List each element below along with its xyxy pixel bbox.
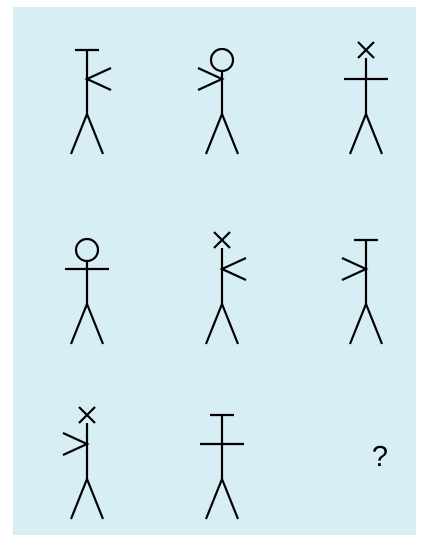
arms-right-open (87, 68, 111, 90)
right-leg (222, 114, 238, 154)
arms-right-open (222, 258, 246, 280)
stick-figure-r2c3 (342, 240, 382, 344)
stick-figure-r3c2 (200, 415, 244, 519)
stick-figure-r1c1 (71, 50, 111, 154)
circle-head (76, 239, 98, 261)
right-leg (87, 114, 103, 154)
right-leg (222, 304, 238, 344)
stick-figure-r1c3 (344, 42, 388, 154)
arms-left-open (342, 258, 366, 280)
left-leg (206, 114, 222, 154)
right-leg (222, 479, 238, 519)
left-leg (350, 304, 366, 344)
left-leg (71, 304, 87, 344)
left-leg (206, 479, 222, 519)
left-leg (71, 114, 87, 154)
circle-head (211, 49, 233, 71)
right-leg (366, 114, 382, 154)
left-leg (206, 304, 222, 344)
left-leg (350, 114, 366, 154)
missing-figure-question-mark: ? (360, 437, 400, 477)
stick-figure-r3c1 (63, 407, 103, 519)
right-leg (366, 304, 382, 344)
left-leg (71, 479, 87, 519)
stick-figure-r2c2 (206, 232, 246, 344)
right-leg (87, 479, 103, 519)
right-leg (87, 304, 103, 344)
stick-figure-r2c1 (65, 239, 109, 344)
arms-left-open (63, 433, 87, 455)
stick-figure-r1c2 (198, 49, 238, 154)
